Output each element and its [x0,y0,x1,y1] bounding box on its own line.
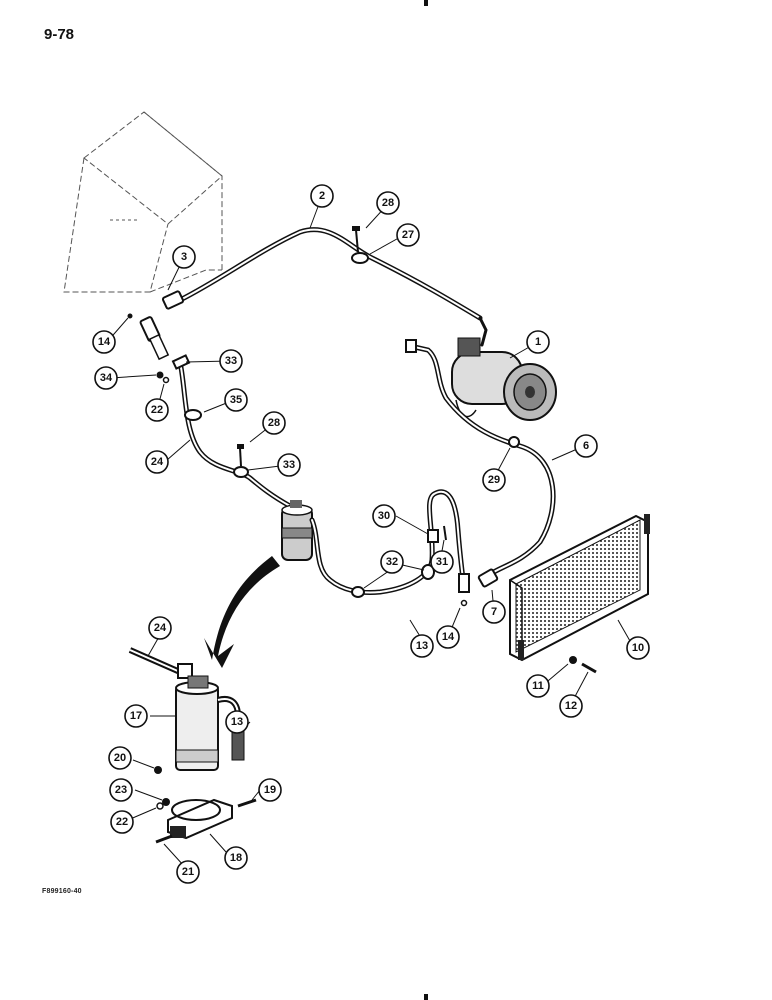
washer-22 [162,376,170,384]
callout-23: 23 [115,784,127,796]
o-ring-14b [460,599,468,607]
evaporator-housing [63,111,223,293]
callout-13: 13 [416,640,428,652]
callout-7: 7 [491,606,497,618]
callout-3: 3 [181,251,187,263]
callout-20: 20 [114,752,126,764]
callout-21: 21 [182,866,194,878]
hose-2-fitting [161,290,185,310]
callout-32: 32 [386,556,398,568]
nut-20 [154,766,162,774]
switch-30-31 [427,525,447,543]
callouts [92,184,650,884]
callout-22-detail: 22 [116,816,128,828]
callout-33: 33 [225,355,237,367]
callout-30: 30 [378,510,390,522]
hose-24 [177,359,293,509]
nut-34 [156,371,164,379]
callout-6: 6 [583,440,589,452]
bolt-19 [237,798,257,808]
page-number: 9-78 [44,26,75,43]
o-ring-29 [508,436,520,448]
fitting-32 [351,586,365,598]
callout-28-lower: 28 [268,417,280,429]
callout-29: 29 [488,474,500,486]
hose-6 [405,339,556,581]
callout-27: 27 [402,229,414,241]
detail-arrow [204,556,280,668]
bolt-12 [581,662,597,674]
condenser [509,514,650,662]
clamp-27 [351,226,369,264]
nut-23 [162,798,170,806]
callout-31: 31 [436,556,448,568]
callout-2: 2 [319,190,325,202]
grommet-35 [184,409,202,421]
callout-1: 1 [535,336,541,348]
callout-35: 35 [230,394,242,406]
bracket-18 [167,798,233,840]
washer-22b [156,802,164,810]
o-ring-14 [127,313,133,319]
callout-10: 10 [632,642,644,654]
hose-6-fitting-7 [477,568,499,588]
hose-2 [177,227,488,347]
callout-19: 19 [264,784,276,796]
edge-mark [424,0,428,6]
callout-28: 28 [382,197,394,209]
callout-24-detail: 24 [154,622,167,634]
figure-code: F899160-40 [42,888,82,895]
callout-18: 18 [230,852,242,864]
callout-11: 11 [532,680,544,692]
callout-22: 22 [151,404,163,416]
callout-13-detail: 13 [231,716,243,728]
nut-11 [569,656,577,664]
callout-14-lower: 14 [442,631,455,643]
clamp-33 [233,444,249,478]
hose-24-upper-fitting [139,316,191,370]
fitting-32b [421,564,435,580]
callout-17: 17 [130,710,142,722]
callout-14: 14 [98,336,111,348]
receiver-dryer [281,500,313,561]
bolt-21 [155,834,173,844]
hose-13-fitting [458,573,470,593]
receiver-detail [128,647,245,771]
edge-mark [424,994,428,1000]
callout-12: 12 [565,700,577,712]
callout-24: 24 [151,456,164,468]
compressor [451,337,557,421]
callout-34: 34 [100,372,113,384]
callout-33-lower: 33 [283,459,295,471]
